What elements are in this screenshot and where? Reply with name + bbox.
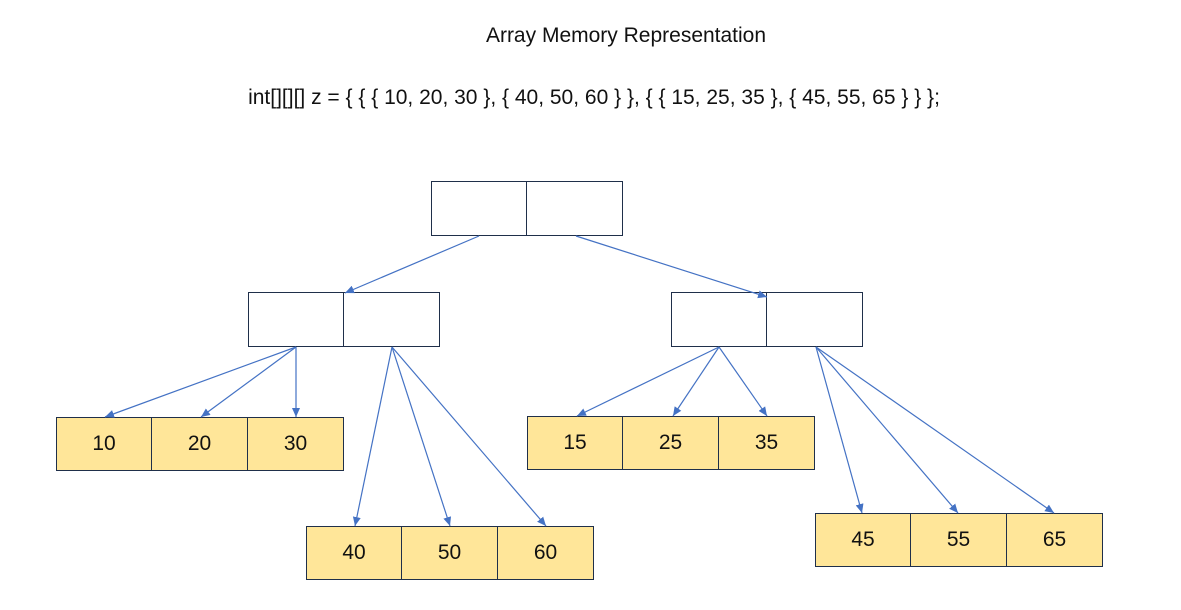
arrow [718,346,768,417]
arrow [672,346,720,417]
arrow [391,346,547,527]
value-cell: 40 [306,526,402,580]
arrow [344,235,480,294]
value-cell: 25 [623,416,719,470]
diagram-title: Array Memory Representation [485,24,767,47]
top-ref-slot-1 [527,181,623,236]
top-ref-slot-0 [431,181,527,236]
leaf-array-a10: 15 25 35 [527,416,815,470]
mid0-ref-slot-1 [344,292,440,347]
top-level-array [431,181,623,236]
second-level-array-1 [671,292,863,347]
leaf-array-a00: 10 20 30 [56,417,344,471]
arrow [815,346,959,514]
value-cell: 45 [815,513,911,567]
arrow [200,346,297,418]
mid1-ref-slot-0 [671,292,767,347]
value-cell: 65 [1007,513,1103,567]
leaf-array-a01: 40 50 60 [306,526,594,580]
arrow [352,346,393,527]
value-cell: 50 [402,526,498,580]
arrow [575,235,768,299]
arrow [576,346,720,417]
value-cell: 10 [56,417,152,471]
value-cell: 55 [911,513,1007,567]
mid0-ref-slot-0 [248,292,344,347]
mid1-ref-slot-1 [767,292,863,347]
arrow [104,346,297,418]
value-cell: 35 [719,416,815,470]
arrow [815,346,864,514]
array-declaration: int[][][] z = { { { 10, 20, 30 }, { 40, … [248,86,940,109]
value-cell: 30 [248,417,344,471]
value-cell: 20 [152,417,248,471]
value-cell: 60 [498,526,594,580]
leaf-array-a11: 45 55 65 [815,513,1103,567]
value-cell: 15 [527,416,623,470]
second-level-array-0 [248,292,440,347]
arrow [815,346,1055,514]
arrow [391,346,452,527]
